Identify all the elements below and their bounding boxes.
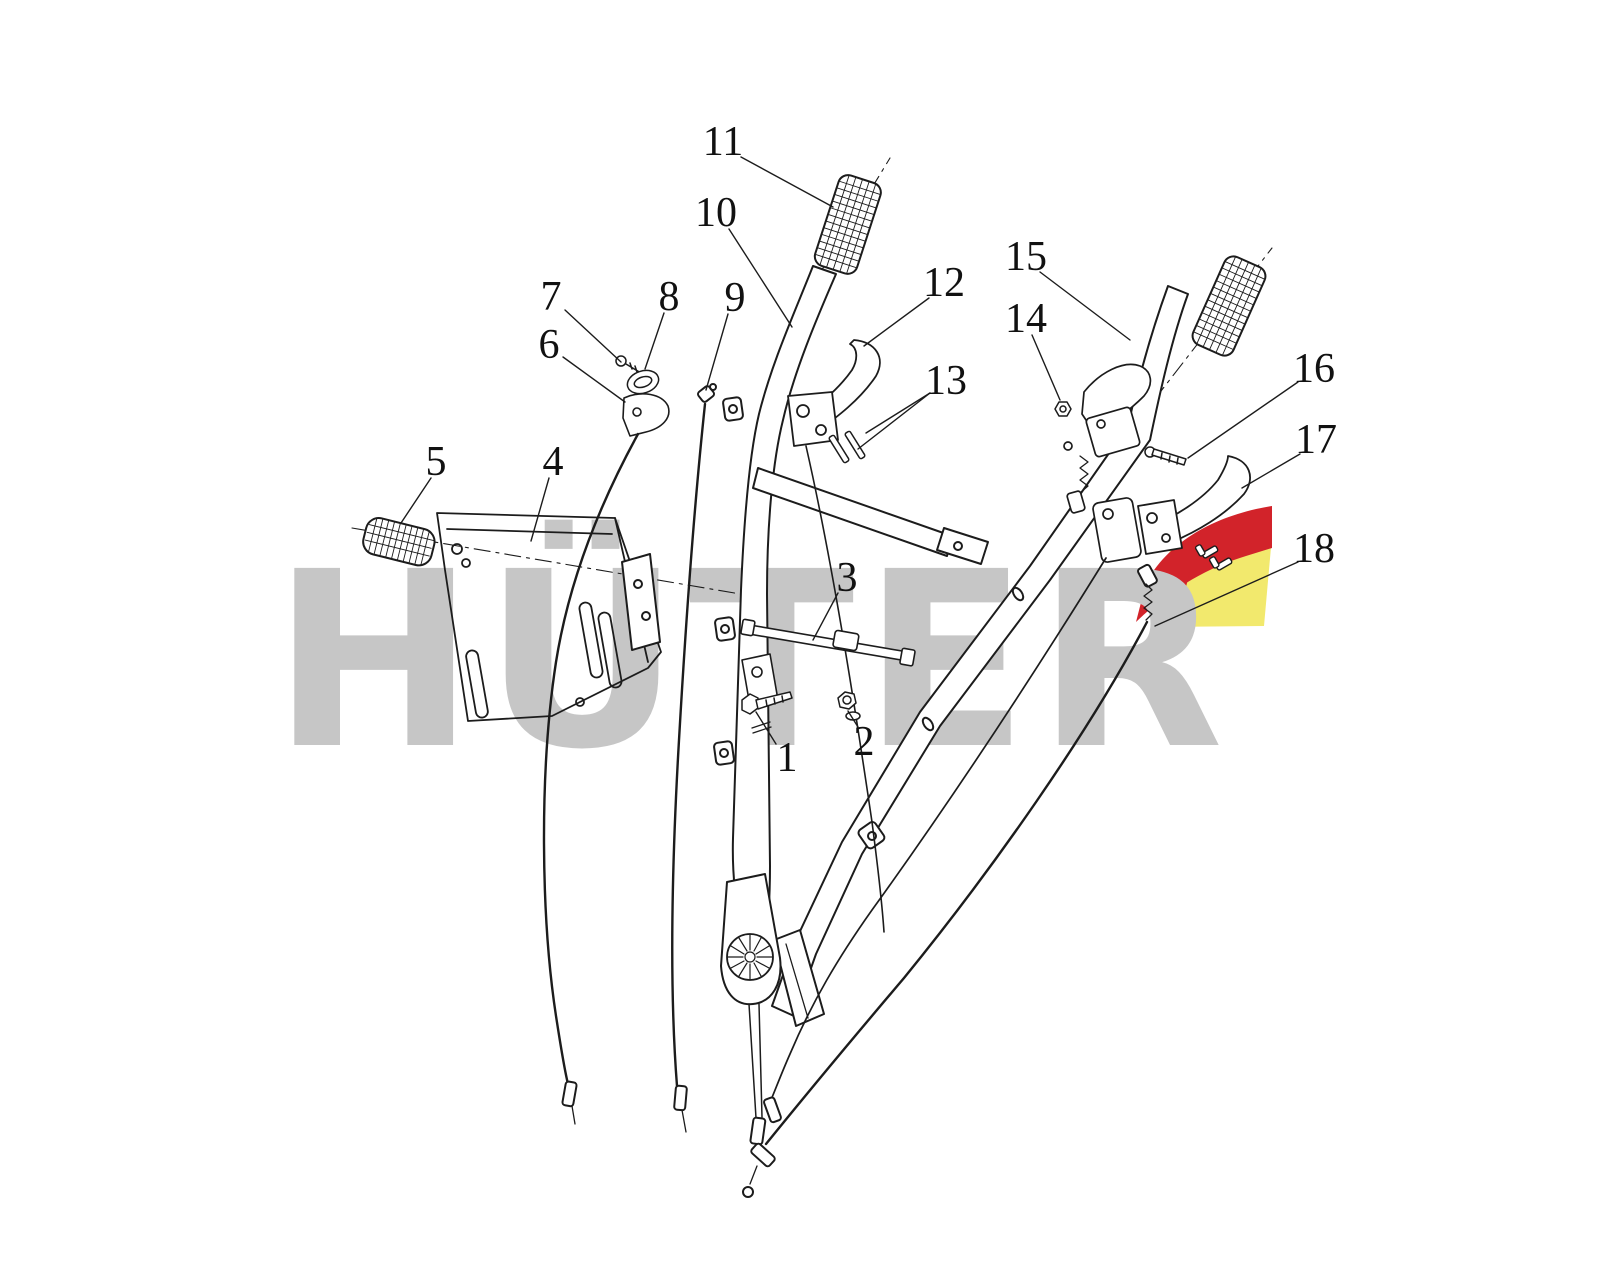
right-tube-end-wedge (773, 929, 825, 1027)
right-tube-end-wedge-line (785, 943, 809, 1019)
tie-rod (740, 618, 916, 667)
throttle-lever (622, 393, 670, 437)
callout-7: 7 (541, 274, 562, 320)
brake-lever-right (1137, 455, 1251, 555)
callout-12: 12 (923, 260, 965, 306)
clutch-cable (671, 383, 717, 1133)
hex-nut (837, 691, 861, 721)
callout-15: 15 (1005, 234, 1047, 280)
cable-guide-tab-1 (722, 396, 744, 422)
throttle-clamp-bolt (615, 355, 642, 374)
small-screws (1194, 544, 1233, 571)
callout-5: 5 (426, 439, 447, 485)
drive-lever-assembly (1063, 363, 1152, 514)
callout-leader-8 (644, 312, 665, 370)
callout-leader-10 (728, 228, 793, 328)
callout-11: 11 (703, 119, 743, 165)
callout-leader-14 (1031, 334, 1061, 401)
callout-13: 13 (925, 358, 967, 404)
cable-guide-tab-2 (714, 616, 736, 642)
callout-3: 3 (837, 555, 858, 601)
brake-lever-left (787, 339, 881, 447)
callout-2: 2 (854, 719, 875, 765)
pivot-bolt (1144, 446, 1187, 466)
callout-leader-12 (863, 297, 930, 347)
callout-9: 9 (725, 275, 746, 321)
clevis-pins (828, 430, 866, 464)
handle-crossbar (752, 467, 953, 557)
callout-leader-9 (705, 313, 729, 391)
lever-mount-bracket (1092, 497, 1142, 563)
left-tube-lower-cable (748, 1003, 767, 1164)
hex-bolt (741, 691, 793, 734)
callout-18: 18 (1293, 526, 1335, 572)
right-tube-hole-lower (921, 716, 935, 732)
callout-6: 6 (539, 322, 560, 368)
brake-cable-left (805, 445, 885, 933)
callout-leader-1 (755, 711, 777, 745)
right-tube-cable-tab (857, 821, 886, 850)
logo-cutout (1154, 576, 1180, 602)
callout-leader-13 (857, 392, 931, 450)
callout-17: 17 (1295, 417, 1337, 463)
handle-grip-right (1191, 255, 1267, 357)
crossbar-bracket-hole (953, 541, 963, 551)
callout-4: 4 (543, 439, 564, 485)
callout-leader-17 (1241, 453, 1301, 489)
secondary-cable (763, 557, 1107, 1124)
callout-8: 8 (659, 274, 680, 320)
panel-mount-bracket (621, 553, 661, 651)
callout-14: 14 (1005, 296, 1047, 342)
callout-leader-18 (1154, 561, 1299, 627)
drive-cable (742, 563, 1158, 1198)
throttle-clamp (626, 369, 660, 395)
callout-leader-7 (564, 309, 622, 363)
handle-grip-left (813, 174, 882, 275)
callout-leader-2 (847, 710, 859, 728)
callout-leader-6 (562, 356, 626, 403)
callout-leader-13 (865, 392, 931, 434)
callout-16: 16 (1293, 346, 1335, 392)
callout-10: 10 (695, 190, 737, 236)
callout-leader-4 (530, 477, 550, 542)
lock-nut (1054, 401, 1072, 417)
right-tube-hole-upper (1011, 586, 1025, 602)
throttle-cable (542, 432, 640, 1125)
callout-leader-11 (740, 156, 834, 208)
axis-line-left-grip (805, 157, 891, 297)
star-wheel (726, 933, 774, 981)
callout-leader-5 (400, 477, 432, 524)
callout-leader-3 (812, 592, 839, 641)
callout-leader-16 (1187, 381, 1299, 459)
cable-guide-tab-3 (713, 740, 735, 766)
shift-grip (362, 517, 436, 567)
callout-leader-15 (1039, 271, 1131, 341)
callout-1: 1 (777, 735, 798, 781)
